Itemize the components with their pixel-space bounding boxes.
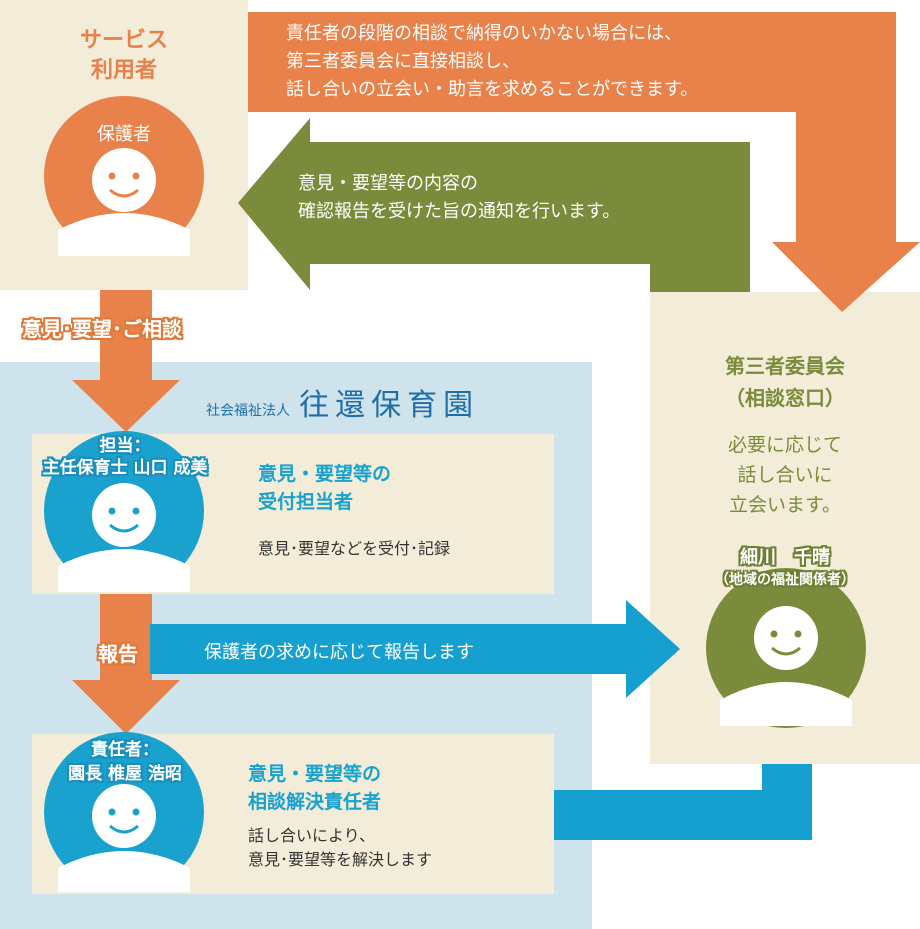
committee-member-avatar (706, 568, 866, 728)
org-name: 社会福祉法人 往還保育園 (206, 388, 480, 423)
green-left-arrow (238, 118, 750, 292)
resolver-description: 話し合いにより、 意見･要望等を解決します (248, 826, 433, 869)
green-arrow-text: 意見・要望等の内容の 確認報告を受けた旨の通知を行います。 (298, 173, 621, 222)
orange-down-arrow-2 (72, 594, 180, 734)
report-arrow-text: 保護者の求めに応じて報告します (204, 642, 474, 663)
guardian-avatar (44, 96, 204, 256)
report-label: 報告 (98, 642, 138, 666)
committee-member: 細川 千晴 （地域の福祉関係者） (715, 547, 855, 588)
receptionist-description: 意見･要望などを受付･記録 (258, 539, 451, 558)
receptionist-title: 意見・要望等の 受付担当者 (258, 463, 392, 513)
user-title: サービス 利用者 (79, 28, 168, 83)
top-orange-arrow (248, 12, 920, 312)
resolver-role: 責任者： 園長 椎屋 浩昭 (68, 740, 182, 784)
teal-right-arrow (150, 600, 680, 698)
resolver-title: 意見・要望等の 相談解決責任者 (248, 763, 382, 813)
committee-title: 第三者委員会 （相談窓口） (725, 354, 845, 410)
teal-connector (554, 764, 812, 840)
top-arrow-text: 責任者の段階の相談で納得のいかない場合には、 第三者委員会に直接相談し、 話し合… (286, 23, 699, 100)
receptionist-role: 担当： 主任保育士 山口 成美 (42, 436, 208, 478)
consultation-label: 意見･要望･ご相談 (22, 317, 182, 341)
resolver-avatar (44, 732, 204, 892)
receptionist-avatar (44, 431, 204, 592)
orange-down-arrow-1 (72, 290, 180, 432)
guardian-label: 保護者 (97, 124, 151, 145)
committee-description: 必要に応じて 話し合いに 立会います。 (727, 434, 842, 516)
